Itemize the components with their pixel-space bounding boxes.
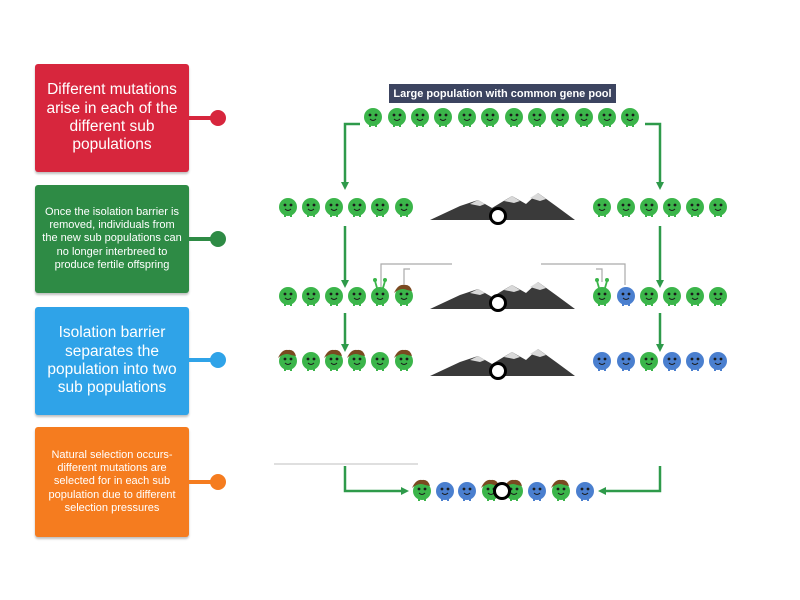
hat (278, 349, 296, 358)
green-individual (302, 198, 320, 217)
hat (324, 349, 342, 358)
green-individual (394, 349, 413, 371)
card-pin[interactable] (210, 352, 226, 368)
green-individual (458, 108, 476, 127)
blue-individual (458, 482, 476, 501)
hat (394, 349, 412, 358)
green-individual (325, 198, 343, 217)
green-individual (528, 108, 546, 127)
blue-individual (436, 482, 454, 501)
green-individual (686, 198, 704, 217)
green-individual (348, 287, 366, 306)
blue-individual (617, 287, 635, 306)
green-individual (302, 287, 320, 306)
drop-target[interactable] (489, 207, 507, 225)
hat (551, 479, 569, 488)
flow-arrow (598, 466, 662, 495)
blue-individual (686, 352, 704, 371)
card-pin[interactable] (210, 110, 226, 126)
flow-arrow (341, 122, 360, 190)
flow-arrows (341, 122, 664, 495)
green-individual (278, 349, 297, 371)
drop-target[interactable] (489, 294, 507, 312)
card-pin[interactable] (210, 474, 226, 490)
green-individual (434, 108, 452, 127)
card-connector (189, 358, 214, 362)
green-individual (621, 108, 639, 127)
green-individual (593, 198, 611, 217)
green-individual (551, 479, 570, 501)
green-individual (598, 108, 616, 127)
hat (394, 284, 412, 293)
green-individual (481, 108, 499, 127)
hat (481, 479, 499, 488)
green-individual (364, 108, 382, 127)
card-connector (189, 480, 214, 484)
hat (504, 479, 522, 488)
card-text: Different mutations arise in each of the… (46, 81, 178, 154)
green-individual (593, 278, 611, 306)
flow-arrow (645, 122, 664, 190)
green-individual (279, 198, 297, 217)
label-card-isolation-barrier[interactable]: Isolation barrier separates the populati… (35, 307, 189, 415)
label-card-reproductive-isolation[interactable]: Once the isolation barrier is removed, i… (35, 185, 189, 293)
mountain-icon (430, 193, 575, 220)
guide-lines (274, 263, 626, 465)
green-individual (505, 108, 523, 127)
green-individual (640, 352, 658, 371)
green-individual (388, 108, 406, 127)
flow-arrow (343, 466, 409, 495)
card-pin[interactable] (210, 231, 226, 247)
green-individual (709, 198, 727, 217)
individuals (278, 108, 727, 501)
drop-target[interactable] (489, 362, 507, 380)
green-individual (325, 287, 343, 306)
green-individual (617, 198, 635, 217)
green-individual (279, 287, 297, 306)
green-individual (663, 198, 681, 217)
green-individual (640, 198, 658, 217)
label-card-natural-selection[interactable]: Natural selection occurs- different muta… (35, 427, 189, 537)
card-text: Once the isolation barrier is removed, i… (42, 206, 182, 271)
green-individual (640, 287, 658, 306)
blue-individual (593, 352, 611, 371)
green-individual (371, 278, 389, 306)
green-individual (709, 287, 727, 306)
blue-individual (528, 482, 546, 501)
blue-individual (576, 482, 594, 501)
green-individual (686, 287, 704, 306)
blue-individual (709, 352, 727, 371)
green-individual (324, 349, 343, 371)
green-individual (575, 108, 593, 127)
green-individual (551, 108, 569, 127)
green-individual (348, 198, 366, 217)
card-text: Isolation barrier separates the populati… (47, 324, 177, 397)
green-individual (412, 479, 431, 501)
label-card-mutations[interactable]: Different mutations arise in each of the… (35, 64, 189, 172)
card-connector (189, 237, 214, 241)
blue-individual (617, 352, 635, 371)
hat (412, 479, 430, 488)
card-text: Natural selection occurs- different muta… (48, 449, 176, 514)
green-individual (395, 198, 413, 217)
green-individual (411, 108, 429, 127)
green-individual (394, 284, 413, 306)
hat (347, 349, 365, 358)
population-title: Large population with common gene pool (389, 84, 616, 103)
drop-target[interactable] (493, 482, 511, 500)
blue-individual (663, 352, 681, 371)
card-connector (189, 116, 214, 120)
green-individual (347, 349, 366, 371)
green-individual (302, 352, 320, 371)
green-individual (371, 352, 389, 371)
green-individual (663, 287, 681, 306)
green-individual (371, 198, 389, 217)
